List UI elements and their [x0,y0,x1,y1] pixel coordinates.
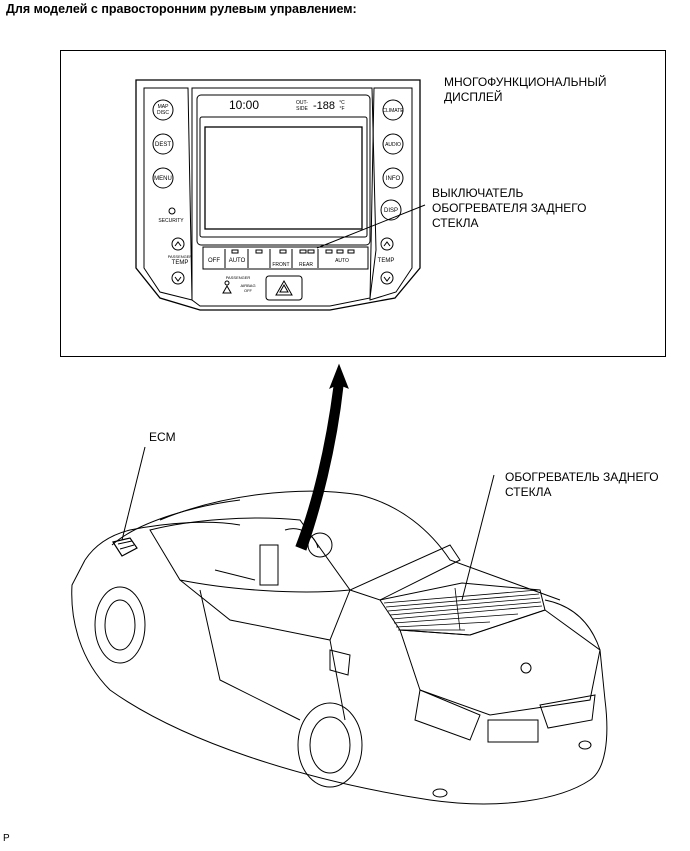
switch-leader-line [316,204,426,249]
footer-code: P [3,833,10,844]
pointer-arrow [295,363,349,551]
audio-button[interactable]: AUDIO [385,142,401,148]
ecm-leader-line [121,446,146,541]
outside-temp: -188 [313,100,335,112]
clock-readout: 10:00 [229,98,259,112]
map-button[interactable]: MAP [158,104,170,110]
outside-label: OUT- [296,100,308,106]
menu-button[interactable]: MENU [154,176,172,182]
auto-button[interactable]: AUTO [229,258,246,264]
info-button[interactable]: INFO [386,176,401,182]
svg-text:°C: °C [339,100,345,106]
multi-display-label: МНОГОФУНКЦИОНАЛЬНЫЙ ДИСПЛЕЙ [444,75,607,104]
rear-defogger-grid [383,587,543,631]
panel-text: 10:00 OUT- SIDE -188 °C °F MAP DISC DEST… [154,98,404,293]
car-illustration [71,490,608,805]
defogger-switch-label: ВЫКЛЮЧАТЕЛЬ ОБОГРЕВАТЕЛЯ ЗАДНЕГО СТЕКЛА [432,186,587,230]
dest-button[interactable]: DEST [155,142,171,148]
svg-text:SIDE: SIDE [296,106,308,112]
defogger-leader-line [461,474,495,601]
svg-text:°F: °F [339,106,344,112]
svg-text:AIRBAG: AIRBAG [240,283,255,288]
auto-right-button[interactable]: AUTO [335,258,349,264]
svg-text:OFF: OFF [244,288,253,293]
rear-defogger-button[interactable]: REAR [299,262,313,268]
disp-button[interactable]: DISP [384,208,398,214]
climate-button[interactable]: CLIMATE [382,108,404,114]
security-label: SECURITY [158,218,184,224]
multi-display-panel [135,79,421,311]
off-button[interactable]: OFF [208,258,220,264]
right-temp-label: TEMP [378,258,395,264]
front-defrost-button[interactable]: FRONT [272,262,289,268]
control-panel-frame [60,50,666,357]
page-title: Для моделей с правосторонним рулевым упр… [6,2,357,16]
rear-defogger-label: ОБОГРЕВАТЕЛЬ ЗАДНЕГО СТЕКЛА [505,470,659,499]
ecm-label: ECM [149,430,176,444]
svg-text:DISC: DISC [157,110,169,116]
svg-text:PASSENGER: PASSENGER [168,254,193,259]
svg-text:PASSENGER: PASSENGER [226,275,251,280]
left-temp-label: TEMP [172,260,189,266]
